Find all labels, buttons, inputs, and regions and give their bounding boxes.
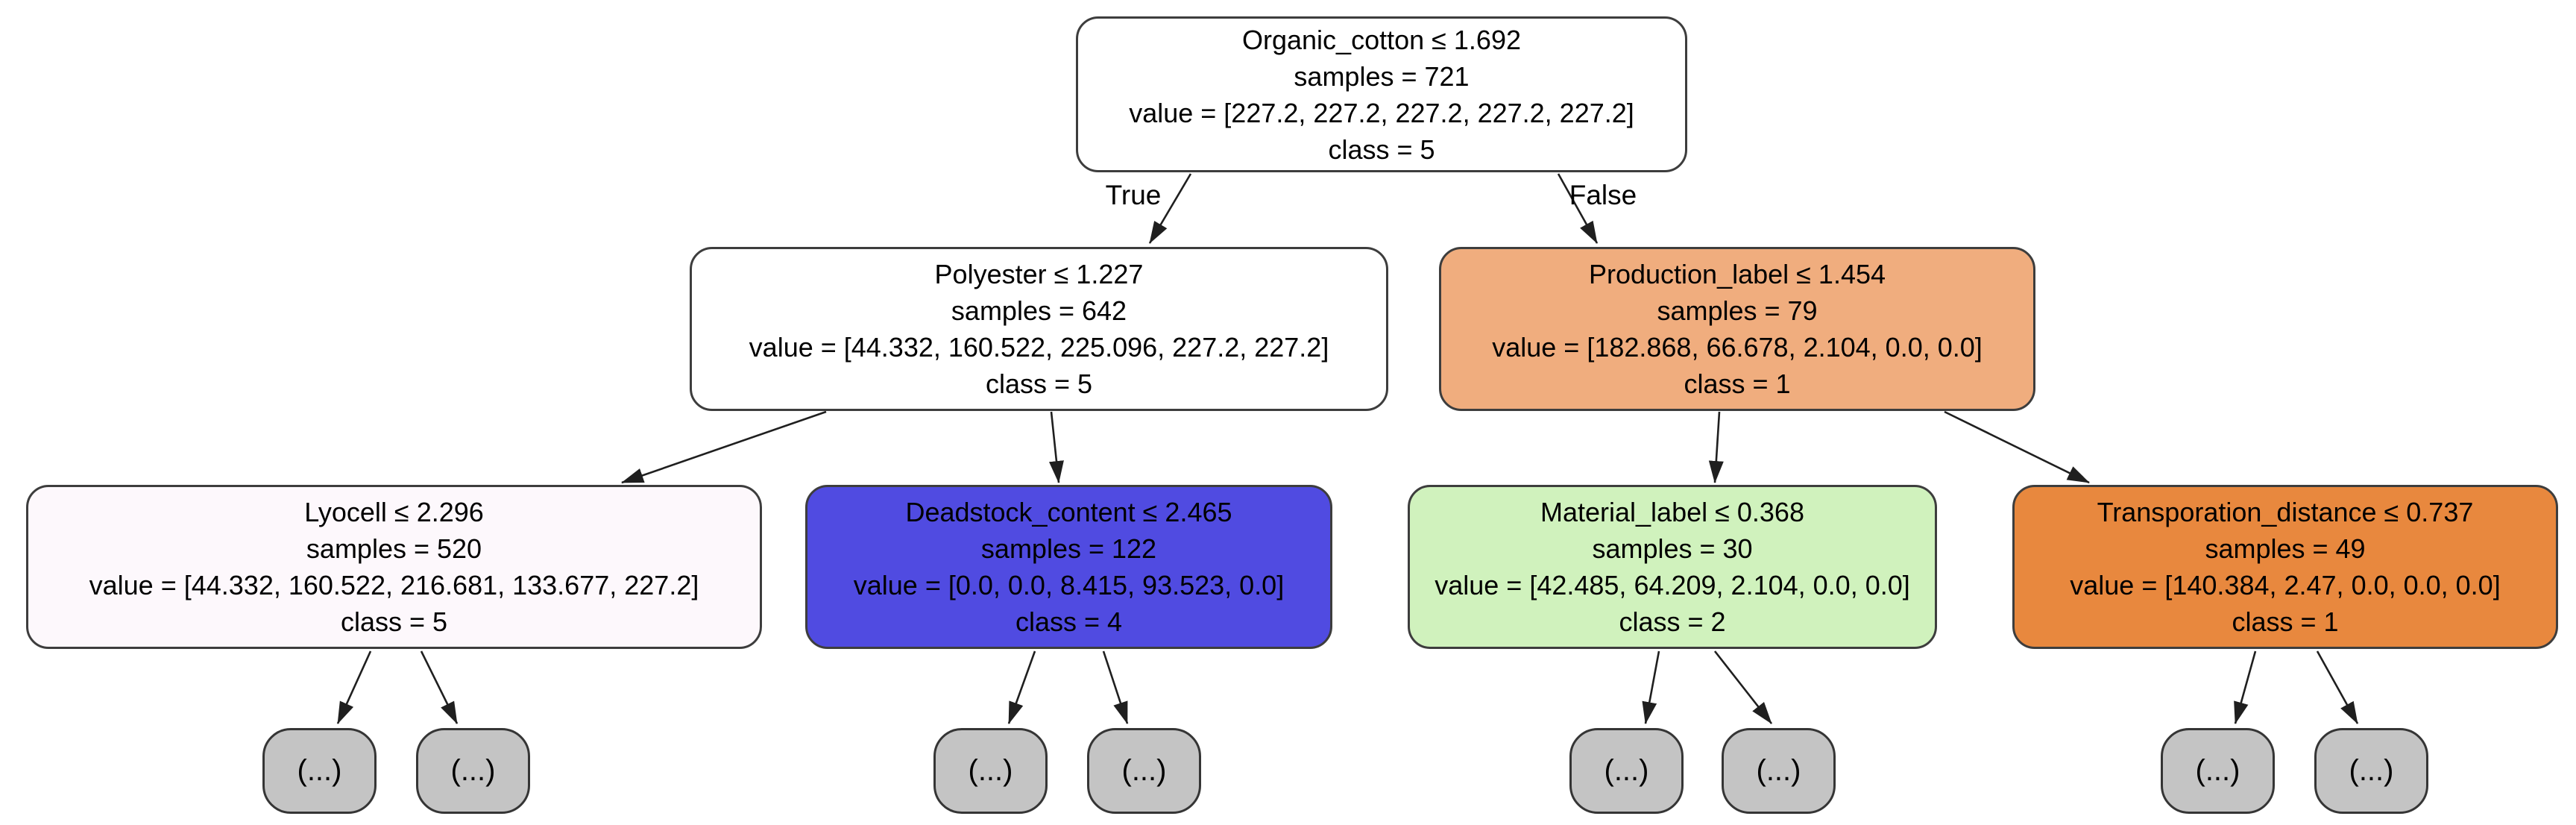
edge-production-to-transporation (1944, 410, 2090, 484)
node-class-line: class = 1 (1684, 368, 1791, 399)
collapsed-leaf-node: (...) (1722, 728, 1836, 814)
collapsed-leaf-node: (...) (262, 728, 377, 814)
node-value-line: value = [140.384, 2.47, 0.0, 0.0, 0.0] (2070, 570, 2501, 600)
tree-node-deadstock-content: Deadstock_content ≤ 2.465 samples = 122 … (805, 485, 1332, 649)
edge-label-false: False (1569, 180, 1637, 210)
node-value-line: value = [42.485, 64.209, 2.104, 0.0, 0.0… (1435, 570, 1910, 600)
node-value-line: value = [0.0, 0.0, 8.415, 93.523, 0.0] (853, 570, 1285, 600)
node-class-line: class = 4 (1015, 606, 1123, 637)
leaf-ellipsis-label: (...) (297, 754, 342, 787)
edge-transporation-to-leaf-8 (2316, 650, 2359, 724)
edge-material-to-leaf-6 (1713, 650, 1773, 724)
collapsed-leaf-node: (...) (1087, 728, 1201, 814)
edge-lyocell-to-leaf-2 (420, 650, 459, 724)
node-samples-line: samples = 520 (306, 533, 482, 564)
edge-root-to-polyester (1148, 173, 1192, 244)
tree-node-polyester: Polyester ≤ 1.227 samples = 642 value = … (690, 247, 1388, 411)
node-class-line: class = 5 (985, 368, 1093, 399)
node-samples-line: samples = 642 (951, 295, 1127, 326)
leaf-ellipsis-label: (...) (450, 754, 496, 787)
node-value-line: value = [182.868, 66.678, 2.104, 0.0, 0.… (1492, 332, 1983, 363)
edge-production-to-material (1708, 411, 1724, 483)
node-class-line: class = 5 (1328, 134, 1435, 165)
node-samples-line: samples = 79 (1657, 295, 1818, 326)
node-condition-line: Transporation_distance ≤ 0.737 (2097, 497, 2474, 527)
node-class-line: class = 2 (1619, 606, 1726, 637)
leaf-ellipsis-label: (...) (2195, 754, 2240, 787)
node-condition-line: Production_label ≤ 1.454 (1588, 259, 1886, 289)
collapsed-leaf-node: (...) (933, 728, 1048, 814)
tree-node-transporation-distance: Transporation_distance ≤ 0.737 samples =… (2012, 485, 2558, 649)
leaf-ellipsis-label: (...) (968, 754, 1013, 787)
edge-polyester-to-lyocell (621, 410, 827, 484)
node-samples-line: samples = 122 (980, 533, 1157, 564)
edge-label-true: True (1105, 180, 1162, 210)
node-condition-line: Polyester ≤ 1.227 (934, 259, 1144, 289)
edge-transporation-to-leaf-7 (2234, 650, 2257, 724)
edge-root-to-production (1557, 173, 1599, 244)
tree-node-production-label: Production_label ≤ 1.454 samples = 79 va… (1439, 247, 2035, 411)
leaf-ellipsis-label: (...) (2349, 754, 2394, 787)
edge-polyester-to-deadstock (1049, 411, 1064, 483)
edge-lyocell-to-leaf-1 (336, 650, 372, 724)
tree-node-organic-cotton: Organic_cotton ≤ 1.692 samples = 721 val… (1076, 16, 1687, 172)
node-condition-line: Material_label ≤ 0.368 (1540, 497, 1804, 527)
node-condition-line: Deadstock_content ≤ 2.465 (905, 497, 1232, 527)
node-value-line: value = [227.2, 227.2, 227.2, 227.2, 227… (1129, 97, 1634, 128)
leaf-ellipsis-label: (...) (1121, 754, 1167, 787)
leaf-ellipsis-label: (...) (1604, 754, 1649, 787)
edge-deadstock-to-leaf-3 (1007, 650, 1036, 724)
node-samples-line: samples = 721 (1294, 60, 1470, 92)
node-class-line: class = 5 (340, 606, 448, 637)
collapsed-leaf-node: (...) (416, 728, 530, 814)
collapsed-leaf-node: (...) (2314, 728, 2428, 814)
tree-node-lyocell: Lyocell ≤ 2.296 samples = 520 value = [4… (26, 485, 762, 649)
node-samples-line: samples = 30 (1592, 533, 1753, 564)
leaf-ellipsis-label: (...) (1756, 754, 1801, 787)
node-condition-line: Organic_cotton ≤ 1.692 (1242, 24, 1521, 55)
collapsed-leaf-node: (...) (2161, 728, 2275, 814)
node-value-line: value = [44.332, 160.522, 225.096, 227.2… (749, 332, 1329, 363)
edge-material-to-leaf-5 (1642, 650, 1660, 724)
node-samples-line: samples = 49 (2205, 533, 2366, 564)
tree-node-material-label: Material_label ≤ 0.368 samples = 30 valu… (1408, 485, 1937, 649)
node-condition-line: Lyocell ≤ 2.296 (304, 497, 484, 527)
node-value-line: value = [44.332, 160.522, 216.681, 133.6… (89, 570, 699, 600)
node-class-line: class = 1 (2232, 606, 2339, 637)
collapsed-leaf-node: (...) (1569, 728, 1684, 814)
edge-deadstock-to-leaf-4 (1102, 650, 1129, 724)
